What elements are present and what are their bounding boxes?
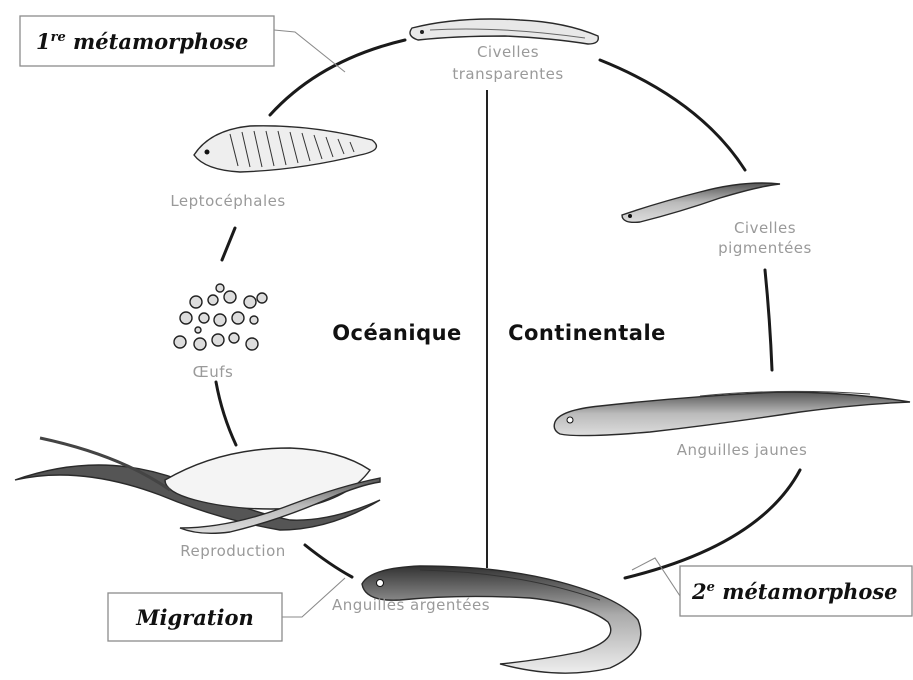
civelle-pigmentee-illustration [622,183,780,222]
box-migration-text: Migration [135,605,254,630]
box-first-number: 1 [36,29,51,54]
civelle-transparente-illustration [410,19,598,44]
box-second-text: métamorphose [715,579,898,604]
box-second-sup: e [707,580,715,595]
arc-right-lower [625,470,800,578]
zone-oceanique: Océanique [332,321,462,345]
label-civelles-pigmentees-line1: Civelles [734,219,796,237]
box-migration: Migration [108,593,282,641]
label-reproduction: Reproduction [180,542,286,560]
zone-continentale: Continentale [508,321,666,345]
label-civelles-pigmentees-line2: pigmentées [718,239,812,257]
arc-top-right [600,60,745,170]
svg-text:1re métamorphose: 1re métamorphose [36,29,248,54]
box-second-number: 2 [691,579,707,604]
arc-left-lower [216,382,236,445]
reproduction-illustration [15,438,380,533]
anguille-jaune-illustration [554,391,910,435]
label-civelles-transparentes-line1: Civelles [477,43,539,61]
arc-top-left [270,40,405,115]
svg-text:2e métamorphose: 2e métamorphose [691,579,898,604]
box-first-sup: re [51,30,66,45]
label-anguilles-argentees: Anguilles argentées [332,596,490,614]
arc-right-middle [765,270,772,370]
box-first-metamorphosis: 1re métamorphose [20,16,274,66]
label-leptocephales: Leptocéphales [170,192,285,210]
box-first-text: métamorphose [66,29,249,54]
label-oeufs: Œufs [193,363,234,381]
eggs-illustration [174,284,267,350]
arc-left-upper [222,228,235,260]
arc-bottom-left [305,545,352,577]
label-civelles-transparentes-line2: transparentes [452,65,563,83]
anguille-argentee-illustration [362,566,641,673]
label-anguilles-jaunes: Anguilles jaunes [677,441,808,459]
leptocephale-illustration [194,126,376,172]
box-second-metamorphosis: 2e métamorphose [680,566,912,616]
